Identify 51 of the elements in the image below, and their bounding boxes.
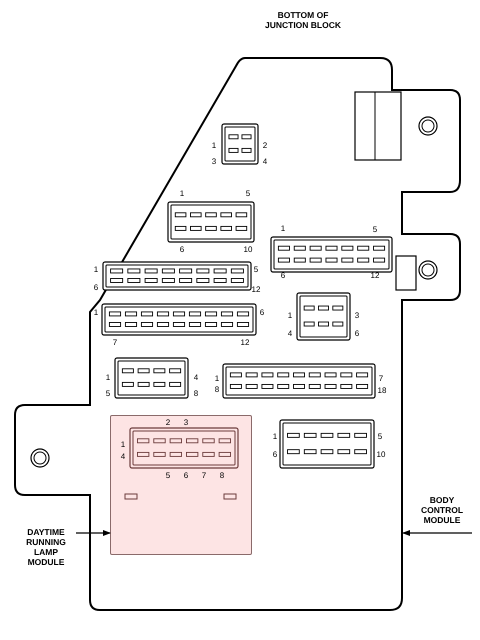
pin-number: 6 (94, 284, 98, 292)
pin-number: 12 (370, 272, 380, 280)
pin-number: 5 (246, 190, 250, 198)
pin-number: 8 (194, 390, 198, 398)
pin-number: 2 (262, 142, 268, 150)
pin-number: 1 (212, 142, 216, 150)
pin-number: 7 (202, 472, 206, 480)
heading-label: BOTTOM OF JUNCTION BLOCK (264, 10, 342, 30)
pin-number: 12 (252, 286, 260, 294)
pin-number: 1 (280, 225, 286, 233)
pin-number: 1 (214, 375, 220, 383)
pin-number: 12 (240, 339, 250, 347)
pin-number: 6 (260, 309, 264, 317)
pin-number: 3 (184, 419, 188, 427)
pin-number: 6 (184, 472, 188, 480)
pin-number: 1 (120, 441, 126, 449)
pin-number: 5 (254, 266, 258, 274)
pin-number: 8 (214, 386, 220, 394)
pin-number: 1 (94, 266, 98, 274)
pin-number: 4 (120, 453, 126, 461)
pin-number: 1 (94, 309, 98, 317)
pin-number: 5 (166, 472, 170, 480)
pin-number: 10 (376, 451, 386, 459)
pin-number: 7 (378, 375, 384, 383)
pin-number: 5 (372, 226, 378, 234)
pin-number: 5 (106, 390, 110, 398)
pin-number: 4 (262, 158, 268, 166)
pin-number: 18 (378, 387, 386, 395)
pin-number: 6 (272, 451, 278, 459)
pin-number: 6 (180, 246, 184, 254)
pin-number: 4 (194, 374, 198, 382)
pin-number: 1 (106, 374, 110, 382)
pin-number: 4 (288, 330, 292, 338)
pin-number: 6 (354, 330, 360, 338)
pin-number: 10 (244, 246, 252, 254)
pin-number: 1 (288, 312, 292, 320)
pin-number: 6 (280, 272, 286, 280)
pin-number: 3 (212, 158, 216, 166)
pin-number: 5 (378, 433, 382, 441)
arrow (402, 530, 472, 536)
junction-block (14, 10, 464, 614)
pin-number: 1 (180, 190, 184, 198)
callout-label: DAYTIME RUNNING LAMP MODULE (25, 527, 67, 567)
pin-number: 1 (272, 433, 278, 441)
pin-number: 2 (166, 419, 170, 427)
pin-number: 8 (220, 472, 224, 480)
arrow (76, 530, 111, 536)
module-box (110, 415, 252, 555)
callout-label: BODY CONTROL MODULE (420, 495, 464, 525)
pin-number: 7 (112, 339, 118, 347)
pin-number: 3 (354, 312, 360, 320)
